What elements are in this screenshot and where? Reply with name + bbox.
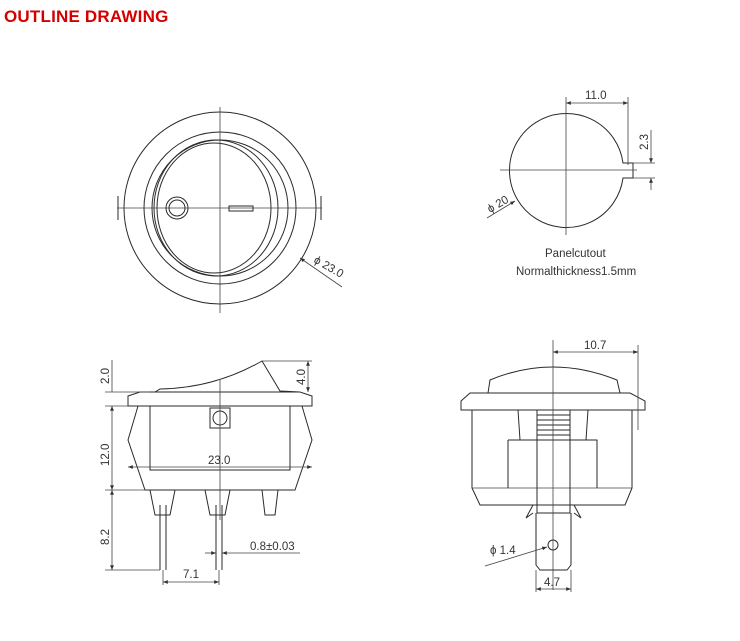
cutout-caption: Panelcutout: [545, 248, 607, 260]
side-view: 2.0 12.0 8.2 4.0 23.0 0.8±0.03 7.1: [100, 360, 313, 585]
end-half-width-label: 10.7: [584, 340, 606, 352]
body-height-label: 12.0: [100, 444, 112, 466]
pin-thickness-label: 0.8±0.03: [250, 541, 295, 553]
pin-length-label: 8.2: [100, 529, 112, 545]
front-view: ϕ 23.0: [117, 107, 345, 313]
cutout-width-label: 11.0: [585, 90, 607, 102]
cutout-diameter-label: ϕ 20: [486, 194, 511, 216]
body-width-label: 23.0: [208, 455, 230, 467]
notch-label: 2.3: [639, 134, 651, 150]
page-title: OUTLINE DRAWING: [4, 7, 169, 26]
end-view: 10.7 ϕ 1.4 4.7: [460, 340, 646, 592]
hole-diameter-label: ϕ 1.4: [490, 545, 516, 557]
terminal-width-label: 4.7: [544, 577, 560, 589]
flange-height-label: 2.0: [100, 368, 112, 384]
rocker-height-label: 4.0: [296, 369, 308, 385]
front-diameter-label: ϕ 23.0: [312, 254, 346, 280]
thickness-caption: Normalthickness1.5mm: [516, 266, 636, 278]
panel-cutout-view: 11.0 2.3 ϕ 20 Panelcutout Normalthicknes…: [486, 90, 655, 278]
pin-spacing-label: 7.1: [183, 569, 199, 581]
